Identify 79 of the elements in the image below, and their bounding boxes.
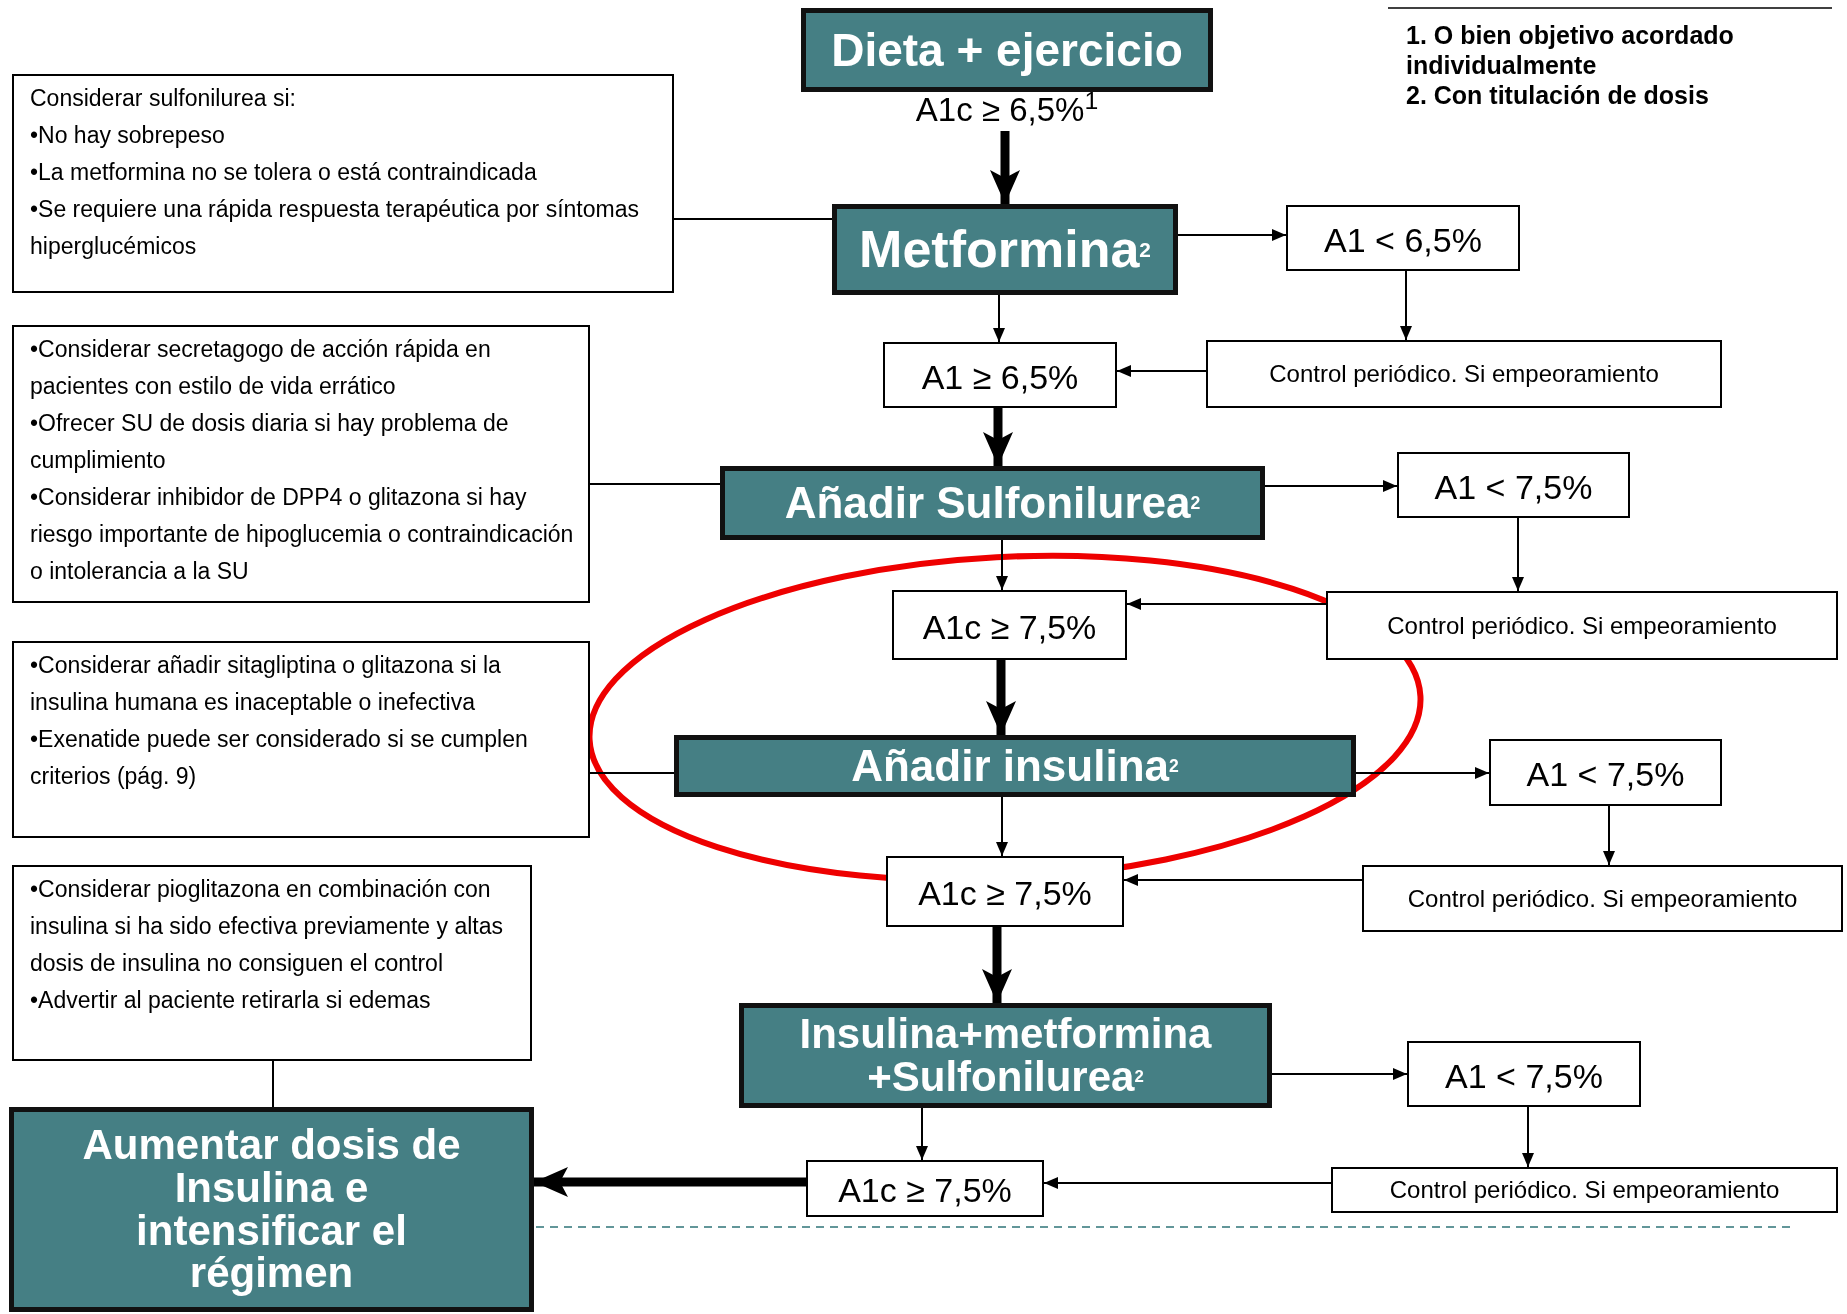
process-box xyxy=(9,1107,534,1312)
result-box xyxy=(1489,739,1722,806)
condition-text: A1 < 7,5% xyxy=(1434,466,1593,508)
result-box xyxy=(1362,865,1843,932)
note-text: •Advertir al paciente retirarla si edemas xyxy=(30,986,431,1015)
result-box xyxy=(1407,1041,1641,1107)
arrow xyxy=(1603,805,1615,866)
condition-text: Control periódico. Si empeoramiento xyxy=(1407,883,1798,914)
process-box xyxy=(801,8,1213,92)
arrow xyxy=(534,1167,806,1197)
threshold-text: A1c ≥ 6,5%$^{1}$ xyxy=(914,92,1100,128)
note-text: •Considerar secretagogo de acción rápida en pacientes con estilo de vida errático xyxy=(30,335,492,401)
arrow xyxy=(1123,874,1363,886)
arrow xyxy=(916,1107,928,1161)
condition-text: Control periódico. Si empeoramiento xyxy=(1269,359,1659,389)
note-box xyxy=(12,865,532,1061)
process-box xyxy=(674,735,1356,797)
condition-text: Control periódico. Si empeoramiento xyxy=(1389,1175,1780,1205)
connector-line xyxy=(589,772,675,774)
arrow xyxy=(1400,270,1412,341)
result-box xyxy=(886,856,1124,927)
arrow xyxy=(1264,480,1398,492)
arrow xyxy=(1043,1177,1332,1189)
arrow xyxy=(1116,365,1207,377)
arrow xyxy=(993,294,1005,343)
note-text: •Ofrecer SU de dosis diaria si hay problema de cumplimiento xyxy=(30,409,510,475)
footnote-text: 2. Con titulación de dosis xyxy=(1406,80,1710,110)
condition-text: A1c ≥ 7,5% xyxy=(922,606,1097,648)
connector-line xyxy=(673,218,833,220)
condition-text: A1c ≥ 7,5% xyxy=(918,873,1092,914)
result-box xyxy=(806,1160,1044,1217)
arrow xyxy=(1126,598,1327,610)
note-text: •Considerar pioglitazona en combinación con insulina si ha sido efectiva previamente y altas dosis de insulina no consiguen el control xyxy=(30,875,505,978)
condition-text: A1 < 6,5% xyxy=(1324,219,1482,261)
note-text: •Considerar añadir sitagliptina o glitazona si la insulina humana es inaceptable o inefectiva xyxy=(30,651,502,717)
arrow xyxy=(1355,767,1490,779)
result-box xyxy=(1331,1167,1838,1213)
arrow xyxy=(996,796,1008,857)
step-label: Insulina+metformina +Sulfonilurea$^{2}$ xyxy=(798,1012,1213,1099)
condition-text: A1 ≥ 6,5% xyxy=(921,356,1079,398)
connector-line xyxy=(272,1060,274,1108)
result-box xyxy=(1206,340,1722,408)
note-text: Considerar sulfonilurea si: xyxy=(30,84,296,113)
arrow xyxy=(1522,1106,1534,1168)
note-box xyxy=(12,641,590,838)
arrow xyxy=(996,539,1008,591)
step-label: Dieta + ejercicio xyxy=(831,26,1183,74)
arrow xyxy=(1512,517,1524,592)
note-text: •Considerar inhibidor de DPP4 o glitazona si hay riesgo importante de hipoglucemia o contraindicación o intolerancia a la SU xyxy=(30,483,575,586)
step-label: Añadir Sulfonilurea$^{2}$ xyxy=(784,480,1201,526)
condition-text: A1 < 7,5% xyxy=(1526,754,1685,795)
result-box xyxy=(892,590,1127,660)
note-box xyxy=(12,74,674,293)
note-text: •Se requiere una rápida respuesta terapéutica por síntomas hiperglucémicos xyxy=(30,195,640,261)
process-box xyxy=(832,204,1178,295)
process-box xyxy=(739,1003,1272,1108)
note-text: •Exenatide puede ser considerado si se cumplen criterios (pág. 9) xyxy=(30,725,529,791)
result-box xyxy=(1326,591,1838,660)
note-box xyxy=(12,325,590,603)
process-box xyxy=(720,466,1265,540)
condition-text: A1 < 7,5% xyxy=(1445,1055,1603,1097)
note-text: •No hay sobrepeso xyxy=(30,121,225,150)
arrow xyxy=(986,660,1016,735)
arrow xyxy=(1271,1068,1408,1080)
step-label: Aumentar dosis de Insulina e intensificar el régimen xyxy=(81,1123,462,1296)
condition-text: Control periódico. Si empeoramiento xyxy=(1387,610,1777,641)
result-box xyxy=(883,342,1117,408)
arrow xyxy=(983,408,1013,466)
arrow xyxy=(1177,229,1287,241)
note-text: •La metformina no se tolera o está contraindicada xyxy=(30,158,537,187)
arrow xyxy=(982,927,1012,1003)
footnote-text: 1. O bien objetivo acordado individualmente xyxy=(1406,20,1735,80)
step-label: Añadir insulina$^{2}$ xyxy=(851,743,1179,789)
step-label: Metformina$^{2}$ xyxy=(859,223,1151,276)
arrow xyxy=(990,131,1020,204)
connector-line xyxy=(589,483,721,485)
condition-text: A1c ≥ 7,5% xyxy=(838,1170,1012,1211)
result-box xyxy=(1286,205,1520,271)
result-box xyxy=(1397,452,1630,518)
